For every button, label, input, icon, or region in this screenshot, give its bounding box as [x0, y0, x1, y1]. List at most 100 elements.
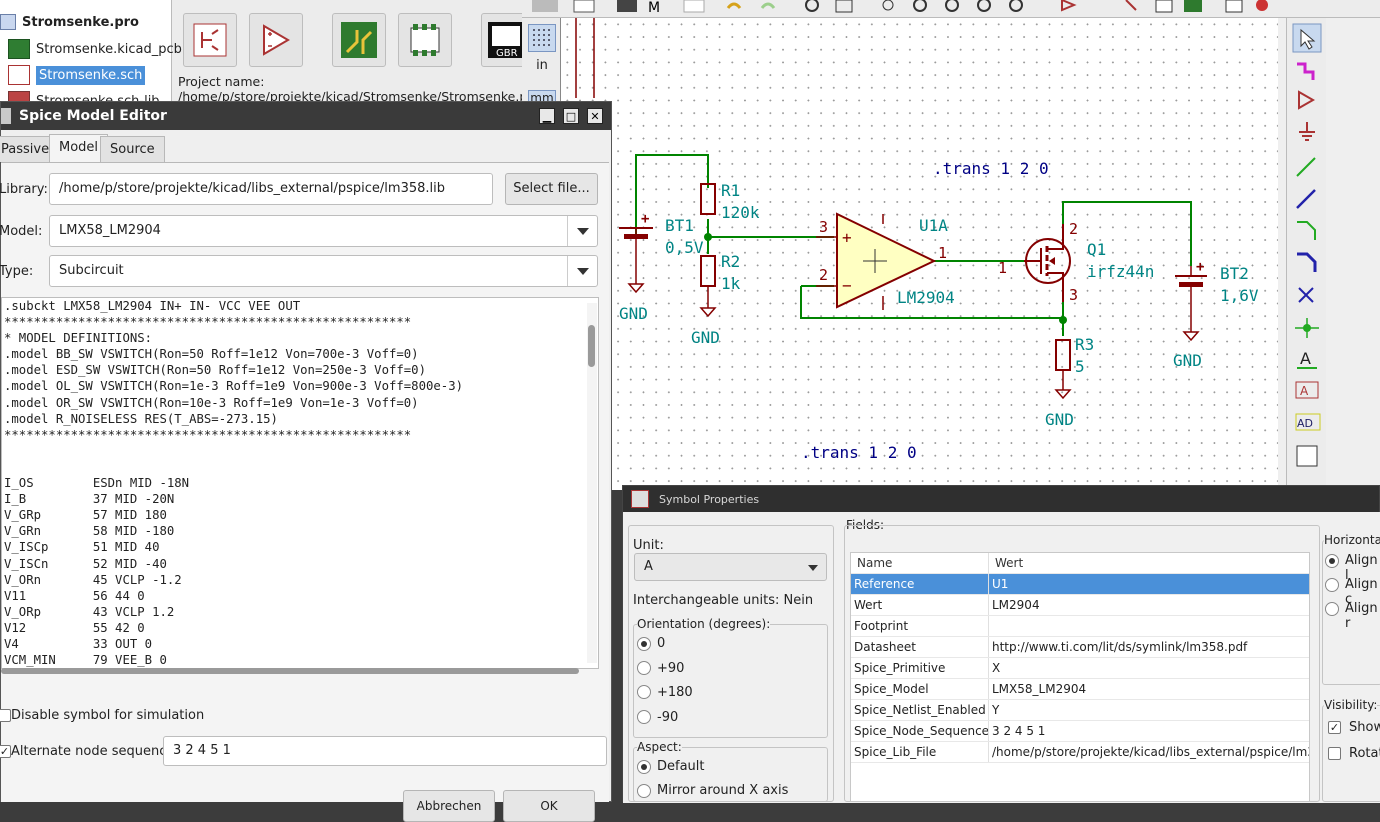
- alt-node-checkbox[interactable]: ✓: [0, 745, 11, 758]
- aspect-radio-mirror-x[interactable]: [637, 784, 651, 798]
- grid-toggle-button[interactable]: [528, 24, 556, 52]
- library-path-field[interactable]: /home/p/store/projekte/kicad/libs_extern…: [49, 173, 493, 205]
- orientation-option: -90: [657, 710, 679, 725]
- tree-item-pcb[interactable]: Stromsenke.kicad_pcb: [8, 37, 182, 61]
- tab-source[interactable]: Source: [100, 136, 165, 162]
- ok-button[interactable]: OK: [503, 790, 595, 822]
- gerber-viewer-button[interactable]: GBR: [481, 13, 527, 67]
- r1-ref[interactable]: R1: [721, 181, 741, 200]
- schematic-canvas[interactable]: + + −: [560, 18, 1278, 490]
- chevron-down-icon[interactable]: [808, 565, 818, 571]
- symbol-editor-button[interactable]: [249, 13, 303, 67]
- r2-value[interactable]: 1k: [721, 274, 741, 293]
- field-name: Spice_Lib_File: [851, 742, 989, 762]
- field-value[interactable]: 3 2 4 5 1: [992, 723, 1046, 738]
- field-value[interactable]: /home/p/store/projekte/kicad/libs_extern…: [992, 744, 1309, 759]
- bt1-ref[interactable]: BT1: [665, 216, 694, 235]
- align-right-radio[interactable]: [1325, 602, 1339, 616]
- field-name: Datasheet: [851, 637, 989, 657]
- aspect-radio-default[interactable]: [637, 760, 651, 774]
- orientation-radio-180[interactable]: [637, 685, 651, 699]
- schematic-editor-button[interactable]: [183, 13, 237, 67]
- bt2-ref[interactable]: BT2: [1220, 264, 1249, 283]
- close-button[interactable]: ✕: [587, 108, 603, 124]
- orientation-radio-0[interactable]: [637, 637, 651, 651]
- pin-1: 1: [938, 244, 948, 262]
- align-center-radio[interactable]: [1325, 578, 1339, 592]
- u1-value[interactable]: LM2904: [897, 288, 955, 307]
- r3-value[interactable]: 5: [1075, 357, 1085, 376]
- bt1-value[interactable]: 0,5V: [665, 238, 704, 257]
- bt2-value[interactable]: 1,6V: [1220, 286, 1259, 305]
- q1-value[interactable]: irfz44n: [1087, 262, 1155, 281]
- show-checkbox[interactable]: ✓: [1328, 721, 1341, 734]
- gerber-icon: GBR: [488, 22, 524, 59]
- scrollbar-thumb[interactable]: [588, 325, 595, 367]
- unit-combobox[interactable]: A: [634, 553, 827, 581]
- disable-sim-checkbox[interactable]: [0, 709, 11, 722]
- table-row[interactable]: Footprint: [851, 616, 1309, 637]
- table-row[interactable]: Spice_Lib_File/home/p/store/projekte/kic…: [851, 742, 1309, 763]
- dialog-titlebar: Spice Model Editor: [1, 102, 611, 130]
- chevron-down-icon[interactable]: [567, 216, 597, 246]
- alt-node-field[interactable]: 3 2 4 5 1: [163, 736, 607, 766]
- tree-item-project[interactable]: Stromsenke.pro: [0, 10, 139, 34]
- r2-ref[interactable]: R2: [721, 252, 741, 271]
- footprint-editor-button[interactable]: [398, 13, 452, 67]
- r1-value[interactable]: 120k: [721, 203, 760, 222]
- svg-text:M: M: [648, 0, 660, 16]
- align-left-radio[interactable]: [1325, 554, 1339, 568]
- rotate-checkbox[interactable]: [1328, 747, 1341, 760]
- ok-label: OK: [540, 799, 558, 813]
- orientation-radio-minus90[interactable]: [637, 710, 651, 724]
- vertical-scrollbar[interactable]: [587, 303, 597, 663]
- model-source-text[interactable]: .subckt LMX58_LM2904 IN+ IN- VCC VEE OUT…: [1, 297, 599, 669]
- field-value[interactable]: http://www.ti.com/lit/ds/symlink/lm358.p…: [992, 639, 1248, 654]
- model-combobox[interactable]: LMX58_LM2904: [49, 215, 598, 247]
- q1-ref[interactable]: Q1: [1087, 240, 1107, 259]
- schematic-icon: [193, 23, 227, 57]
- orientation-radio-90[interactable]: [637, 661, 651, 675]
- tab-model[interactable]: Model: [49, 134, 109, 163]
- r3-ref[interactable]: R3: [1075, 335, 1095, 354]
- directive-trans-1[interactable]: .trans 1 2 0: [933, 159, 1049, 178]
- q1-pin-3: 3: [1069, 286, 1079, 304]
- field-name: Footprint: [851, 616, 989, 636]
- minimize-button[interactable]: ▁: [539, 108, 555, 124]
- pcb-editor-button[interactable]: [332, 13, 386, 67]
- interchangeable-label: Interchangeable units: Nein: [633, 593, 814, 608]
- svg-text:A: A: [1300, 349, 1311, 368]
- maximize-button[interactable]: □: [563, 108, 579, 124]
- field-value[interactable]: LMX58_LM2904: [992, 681, 1087, 696]
- grid-header: Name Wert: [851, 553, 1309, 574]
- unit-inch-button[interactable]: in: [536, 58, 548, 73]
- field-value[interactable]: X: [992, 660, 1001, 675]
- tree-item-label: Stromsenke.kicad_pcb: [36, 41, 182, 57]
- u1-ref[interactable]: U1A: [919, 216, 948, 235]
- field-value[interactable]: U1: [992, 576, 1009, 591]
- field-value[interactable]: Y: [992, 702, 1000, 717]
- directive-trans-2[interactable]: .trans 1 2 0: [801, 443, 917, 462]
- toolbar-icons: M: [532, 0, 1268, 16]
- type-combobox[interactable]: Subcircuit: [49, 255, 598, 287]
- chevron-down-icon[interactable]: [567, 256, 597, 286]
- horizontal-scrollbar[interactable]: [1, 667, 581, 675]
- rotate-label: Rotat: [1349, 746, 1380, 761]
- align-option: Align r: [1345, 601, 1378, 631]
- cancel-button[interactable]: Abbrechen: [403, 790, 495, 822]
- col-value-header[interactable]: Wert: [995, 555, 1024, 570]
- field-value[interactable]: LM2904: [992, 597, 1040, 612]
- align-option: Align c: [1345, 577, 1378, 607]
- col-name-header[interactable]: Name: [851, 553, 989, 573]
- scrollbar-thumb[interactable]: [1, 668, 579, 674]
- tree-item-schematic[interactable]: Stromsenke.sch: [8, 63, 146, 87]
- select-file-button[interactable]: Select file...: [505, 173, 598, 205]
